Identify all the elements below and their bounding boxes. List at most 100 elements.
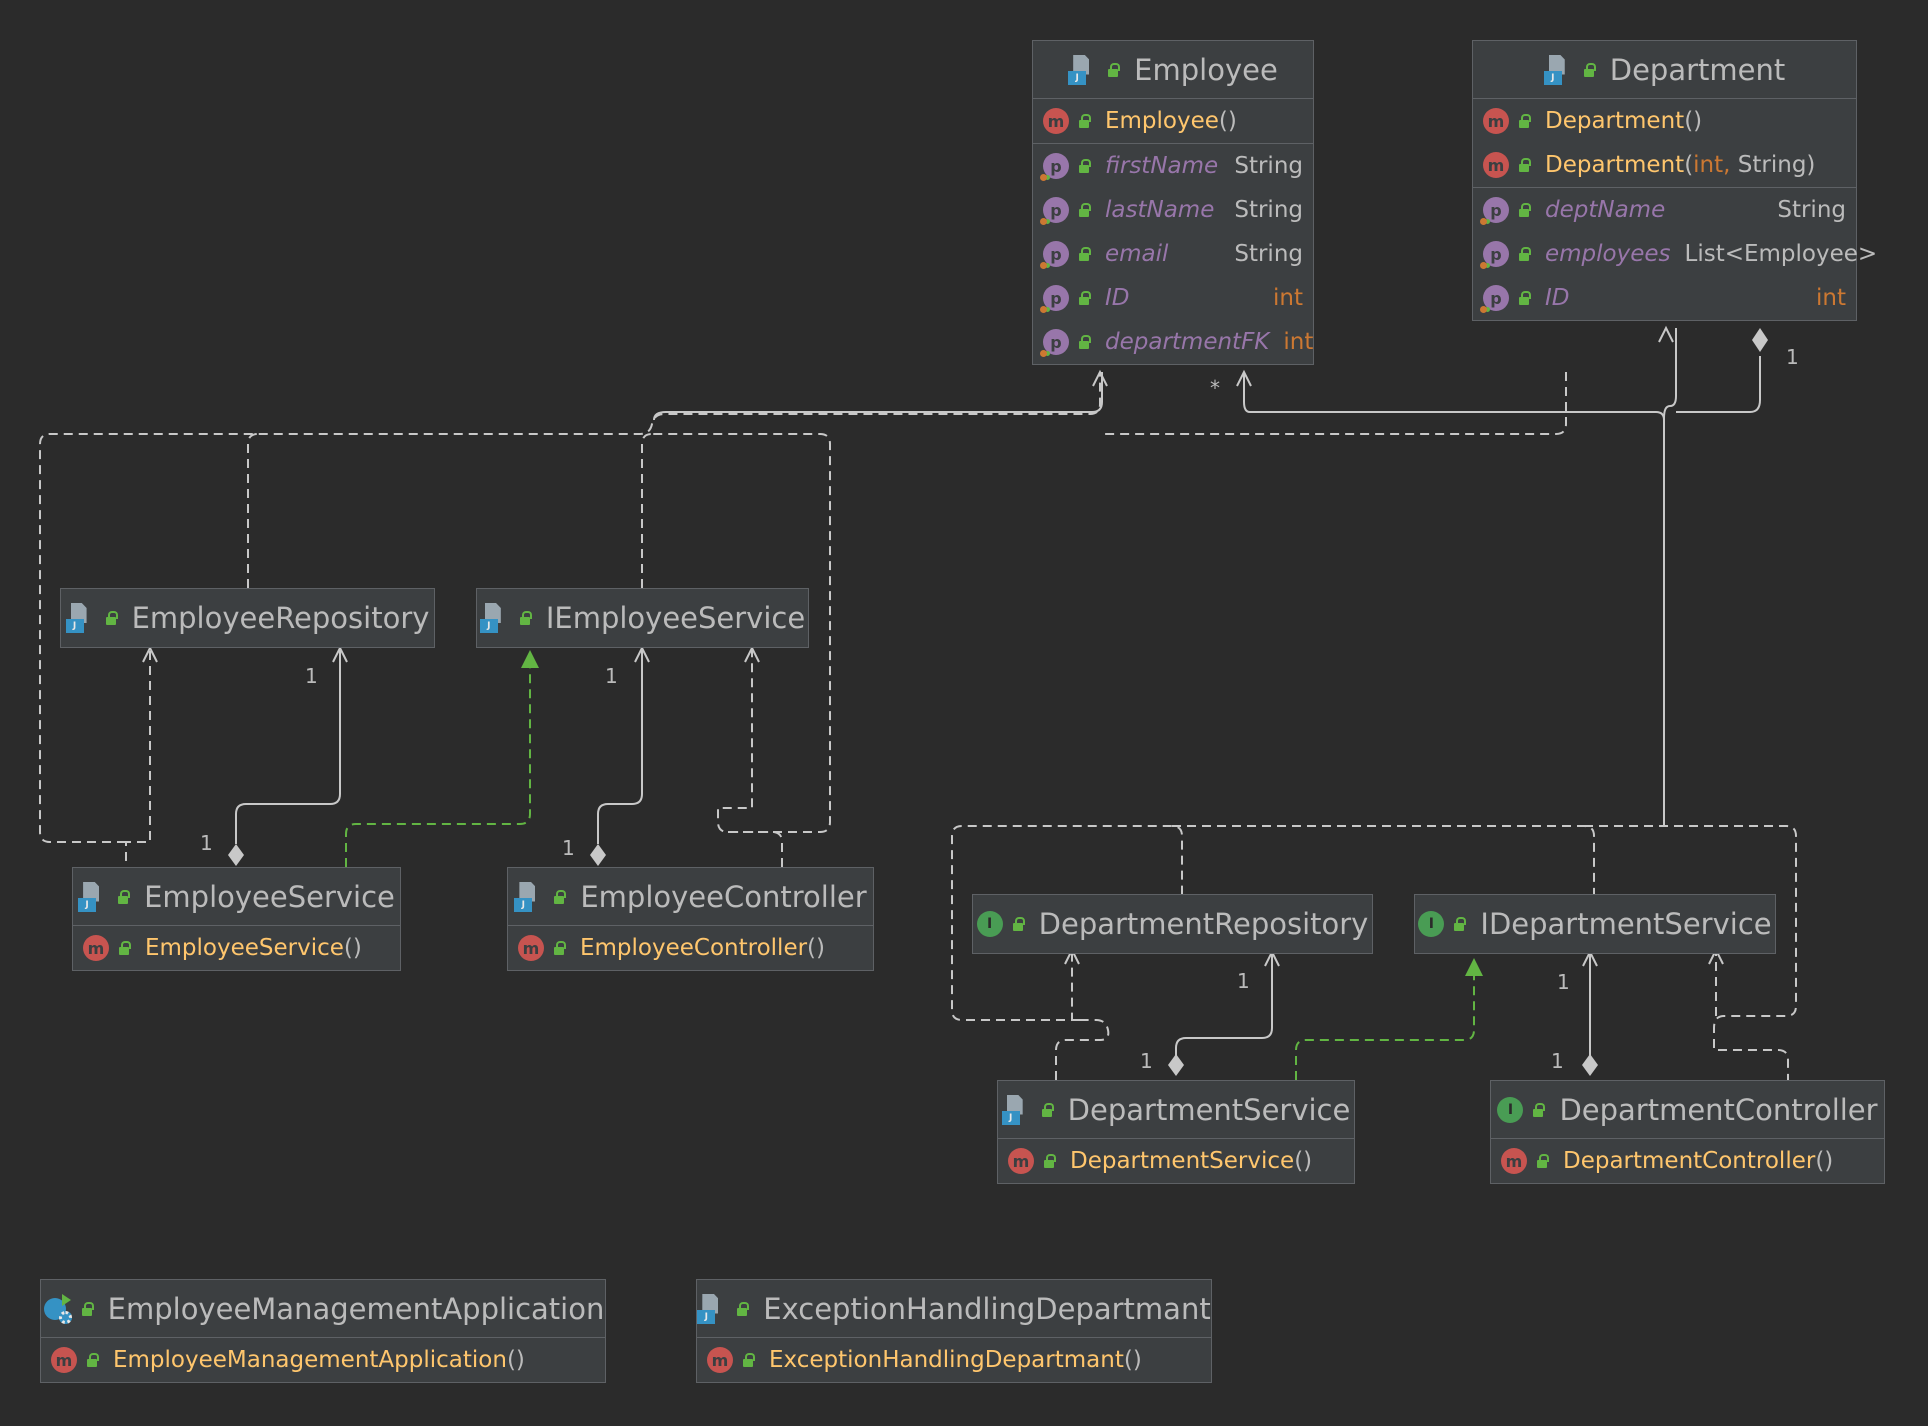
- class-header: EmployeeManagementApplication: [41, 1280, 605, 1338]
- method-icon: m: [707, 1347, 733, 1373]
- method-param-type: String): [1730, 152, 1816, 178]
- class-name: ExceptionHandlingDepartmant: [763, 1291, 1211, 1326]
- property-icon: p: [1040, 241, 1069, 269]
- method-name: EmployeeService: [145, 935, 344, 961]
- method-params: (): [1815, 1148, 1834, 1174]
- arrow-head: [142, 645, 158, 663]
- dependency-edge: [1584, 825, 1797, 1080]
- composition-diamond: [1752, 328, 1768, 352]
- class-icon: J: [697, 1293, 727, 1324]
- arrow-head: [744, 645, 760, 663]
- class-name: Employee: [1134, 52, 1278, 87]
- method-name: Employee: [1105, 108, 1219, 134]
- method-name: ExceptionHandlingDepartmant: [769, 1347, 1124, 1373]
- methods-section: m Department() m Department(int, String): [1473, 99, 1856, 187]
- class-employee-management-application[interactable]: EmployeeManagementApplication m Employee…: [40, 1279, 606, 1383]
- public-lock-icon: [737, 1301, 750, 1316]
- public-lock-icon: [1519, 158, 1531, 172]
- class-icon: J: [1001, 1094, 1032, 1125]
- class-employee-repository[interactable]: J EmployeeRepository: [60, 588, 435, 648]
- class-header: J DepartmentService: [998, 1081, 1354, 1139]
- method-icon: m: [51, 1347, 77, 1373]
- spring-app-icon: [42, 1293, 72, 1324]
- class-name: EmployeeController: [580, 879, 867, 914]
- method-row[interactable]: m Employee(): [1033, 99, 1313, 143]
- class-exception-handling-departmant[interactable]: J ExceptionHandlingDepartmant m Exceptio…: [696, 1279, 1212, 1383]
- public-lock-icon: [1533, 1102, 1546, 1117]
- class-header: J EmployeeRepository: [61, 589, 434, 647]
- class-department-service[interactable]: J DepartmentService m DepartmentService(…: [997, 1080, 1355, 1184]
- arrow-head: [634, 645, 650, 663]
- class-department[interactable]: J Department m Department() m Department…: [1472, 40, 1877, 321]
- interface-department-repository[interactable]: I DepartmentRepository: [972, 894, 1373, 954]
- class-icon: J: [479, 603, 510, 633]
- multiplicity-label: 1: [1237, 969, 1250, 993]
- method-name: DepartmentService: [1070, 1148, 1295, 1174]
- class-name: IDepartmentService: [1480, 907, 1772, 941]
- public-lock-icon: [1537, 1154, 1549, 1168]
- class-header: I DepartmentController: [1491, 1081, 1884, 1139]
- public-lock-icon: [1454, 917, 1467, 931]
- public-lock-icon: [105, 611, 118, 625]
- method-row[interactable]: m Department(): [1473, 99, 1856, 143]
- class-header: J Employee: [1033, 41, 1313, 99]
- public-lock-icon: [1041, 1102, 1054, 1117]
- arrow-head: [1658, 325, 1674, 343]
- field-name: email: [1105, 241, 1169, 267]
- class-employee-service[interactable]: J EmployeeService m EmployeeService(): [72, 867, 401, 971]
- dependency-edge: [951, 825, 1183, 1021]
- interface-idepartment-service[interactable]: I IDepartmentService: [1414, 894, 1776, 954]
- method-icon: m: [1043, 108, 1069, 134]
- composition-diamond: [228, 844, 244, 866]
- dependency-edge: [641, 433, 653, 588]
- property-icon: p: [1040, 285, 1069, 313]
- composition-diamond: [1168, 1054, 1184, 1076]
- method-row[interactable]: m EmployeeService(): [73, 926, 400, 970]
- property-icon: p: [1480, 241, 1509, 269]
- method-params: (): [1684, 108, 1703, 134]
- field-name: lastName: [1105, 197, 1215, 223]
- method-params: (): [1294, 1148, 1313, 1174]
- method-param-type: int,: [1693, 152, 1731, 178]
- field-name: employees: [1545, 241, 1671, 267]
- public-lock-icon: [87, 1353, 99, 1367]
- method-params: (): [506, 1347, 525, 1373]
- association-edge: [1243, 372, 1665, 812]
- class-icon: J: [514, 881, 544, 912]
- method-row[interactable]: m EmployeeManagementApplication(): [41, 1338, 605, 1382]
- method-row[interactable]: m EmployeeController(): [508, 926, 873, 970]
- public-lock-icon: [1519, 114, 1531, 128]
- public-lock-icon: [1583, 62, 1596, 77]
- method-row[interactable]: m DepartmentService(): [998, 1139, 1354, 1183]
- class-employee-controller[interactable]: J EmployeeController m EmployeeControlle…: [507, 867, 874, 971]
- multiplicity-label: 1: [1140, 1049, 1153, 1073]
- method-params: (): [807, 935, 825, 961]
- method-row[interactable]: m DepartmentController(): [1491, 1139, 1884, 1183]
- property-icon: p: [1040, 153, 1069, 181]
- class-department-controller[interactable]: I DepartmentController m DepartmentContr…: [1490, 1080, 1885, 1184]
- class-iemployee-service[interactable]: J IEmployeeService: [476, 588, 809, 648]
- method-name: EmployeeManagementApplication: [113, 1347, 507, 1373]
- association-edge: [1175, 952, 1273, 1064]
- method-row[interactable]: m ExceptionHandlingDepartmant(): [697, 1338, 1211, 1382]
- class-header: J IEmployeeService: [477, 589, 808, 647]
- method-row[interactable]: m Department(int, String): [1473, 143, 1856, 187]
- method-name: DepartmentController: [1563, 1148, 1816, 1174]
- public-lock-icon: [1079, 291, 1091, 305]
- implements-arrow-head: [521, 650, 539, 668]
- class-name: EmployeeManagementApplication: [107, 1291, 605, 1326]
- property-icon: p: [1040, 197, 1069, 225]
- field-type: int: [1283, 329, 1314, 355]
- association-edge: [1663, 328, 1677, 826]
